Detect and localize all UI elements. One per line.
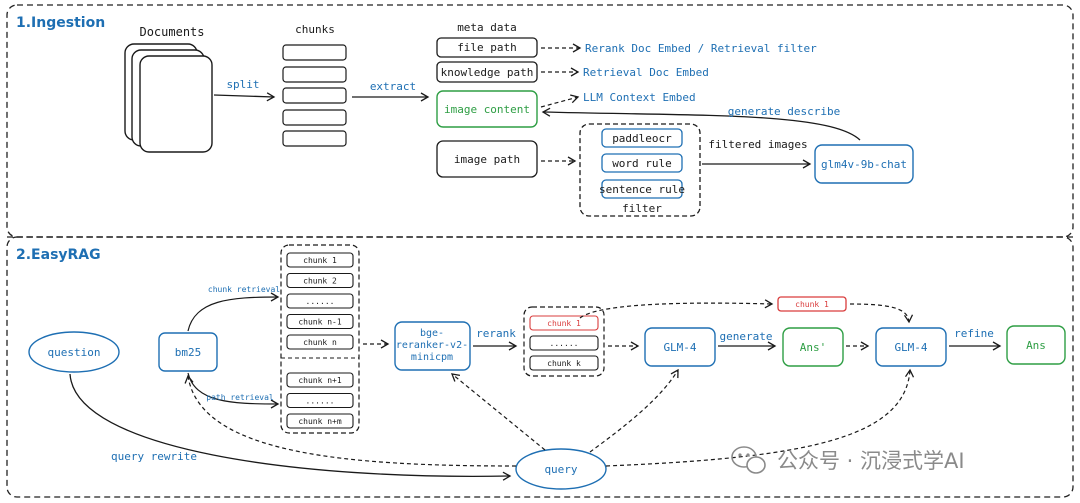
query-to-glm4-second-arrow xyxy=(605,368,915,467)
path-chunk-label: chunk n+1 xyxy=(298,376,342,385)
path-retrieval-list: chunk n+1...... chunk n+m xyxy=(286,372,354,429)
chunk-retrieval-label: chunk retrieval xyxy=(208,285,280,294)
reranked-chunk-label: chunk 1 xyxy=(547,319,581,328)
glm4-first-label: GLM-4 xyxy=(663,341,696,354)
glm4-second-label: GLM-4 xyxy=(894,341,927,354)
top-chunk-box xyxy=(777,296,847,312)
paddleocr-label: paddleocr xyxy=(612,132,672,145)
word-rule-box xyxy=(601,153,683,173)
glm4v-box xyxy=(814,144,914,184)
reranker-label: bge-reranker-v2-minicpm xyxy=(396,328,468,363)
llm-context-embed-label: LLM Context Embed xyxy=(583,91,696,104)
easyrag-title: 2.EasyRAG xyxy=(16,247,101,263)
generate-label: generate xyxy=(720,330,773,343)
refine-label: refine xyxy=(954,327,994,340)
question-node xyxy=(28,331,120,373)
path-chunk-label: chunk n+m xyxy=(298,417,342,426)
filter-group xyxy=(579,123,701,217)
documents-label: Documents xyxy=(139,25,204,39)
glm4-first-box xyxy=(644,327,716,367)
rerank-label: rerank xyxy=(476,327,516,340)
extract-label: extract xyxy=(370,80,416,93)
reranked-chunks-group xyxy=(523,306,605,377)
meta-data-label: meta data xyxy=(457,21,517,34)
sentence-rule-label: sentence rule xyxy=(599,183,685,196)
retrieved-chunk-label: chunk n-1 xyxy=(298,318,342,327)
generate-describe-arrow xyxy=(541,107,861,141)
top-chunk-out-arrow xyxy=(849,303,914,324)
knowledge-path-label: knowledge path xyxy=(441,66,534,79)
query-rewrite-arrow xyxy=(69,373,512,481)
retrieved-chunk-box xyxy=(286,334,354,350)
image-path-box xyxy=(436,140,538,178)
generate-describe-label: generate describe xyxy=(728,105,841,118)
retrieved-chunk-label: ...... xyxy=(306,297,335,306)
paddleocr-box xyxy=(601,128,683,148)
reranker-box xyxy=(394,321,471,371)
retrieved-chunks-group xyxy=(280,244,360,434)
image-content-arrow xyxy=(540,94,580,108)
easyrag-section-frame xyxy=(6,236,1074,498)
watermark: 公众号 · 沉浸式学AI xyxy=(731,446,965,474)
chunk-retrieval-list: chunk 1 chunk 2...... chunk n-1 chunk n xyxy=(286,252,354,350)
top-chunk-label: chunk 1 xyxy=(795,300,829,309)
retrieved-chunk-label: chunk 1 xyxy=(303,256,337,265)
query-to-reranker-arrow xyxy=(450,373,546,451)
chunks-label: chunks xyxy=(295,23,335,36)
path-retrieval-label: path retrieval xyxy=(206,393,274,402)
ans-prime-box xyxy=(782,327,844,367)
bm25-box xyxy=(158,332,218,372)
reranked-chunk-label: ...... xyxy=(550,339,579,348)
file-path-box xyxy=(436,37,538,58)
rerank-embed-label: Rerank Doc Embed / Retrieval filter xyxy=(585,42,817,55)
image-content-label: image content xyxy=(444,103,530,116)
chunk-retrieval-arrow xyxy=(187,292,280,332)
reranked-chunk-label: chunk k xyxy=(547,359,581,368)
path-chunk-label: ...... xyxy=(306,397,335,406)
retrieval-embed-label: Retrieval Doc Embed xyxy=(583,66,709,79)
query-to-bm25-arrow xyxy=(184,374,517,467)
reranked-chunk-box xyxy=(529,315,599,331)
filter-label: filter xyxy=(622,202,662,215)
ingestion-title: 1.Ingestion xyxy=(16,15,105,31)
filtered-images-label: filtered images xyxy=(708,138,807,151)
retrieved-chunk-box xyxy=(286,313,354,330)
documents-stack xyxy=(124,43,213,153)
reranked-chunk-box xyxy=(529,335,599,351)
top-chunk-in-arrow xyxy=(579,299,774,319)
query-rewrite-label: query rewrite xyxy=(111,450,197,463)
ans-box xyxy=(1006,325,1066,365)
image-content-box xyxy=(436,90,538,128)
path-chunk-box xyxy=(286,392,354,409)
ingestion-chunks xyxy=(282,44,347,147)
image-path-label: image path xyxy=(454,153,520,166)
reranked-chunk-box xyxy=(529,355,599,371)
retrieved-chunk-box xyxy=(286,293,354,309)
retrieved-chunk-label: chunk n xyxy=(303,338,337,347)
split-arrow xyxy=(213,92,276,102)
word-rule-label: word rule xyxy=(612,157,672,170)
wechat-icon xyxy=(731,446,766,474)
ans-label: Ans xyxy=(1026,339,1046,352)
bm25-label: bm25 xyxy=(175,346,202,359)
query-label: query xyxy=(544,463,577,476)
sentence-rule-box xyxy=(601,179,683,199)
retrieved-chunk-box xyxy=(286,252,354,268)
watermark-text: 公众号 · 沉浸式学AI xyxy=(777,449,965,473)
retrieved-chunk-box xyxy=(286,272,354,289)
path-chunk-box xyxy=(286,413,354,429)
retrieved-chunk-label: chunk 2 xyxy=(303,277,337,286)
question-label: question xyxy=(48,346,101,359)
reranked-chunks-list: chunk 1...... chunk k xyxy=(529,315,599,371)
ans-prime-label: Ans' xyxy=(800,341,827,354)
knowledge-path-box xyxy=(436,61,538,83)
glm4v-label: glm4v-9b-chat xyxy=(821,158,907,171)
query-to-glm4-first-arrow xyxy=(589,368,679,453)
file-path-label: file path xyxy=(457,41,517,54)
path-chunk-box xyxy=(286,372,354,388)
split-label: split xyxy=(226,78,259,91)
glm4-second-box xyxy=(875,327,947,367)
query-node xyxy=(515,448,607,490)
